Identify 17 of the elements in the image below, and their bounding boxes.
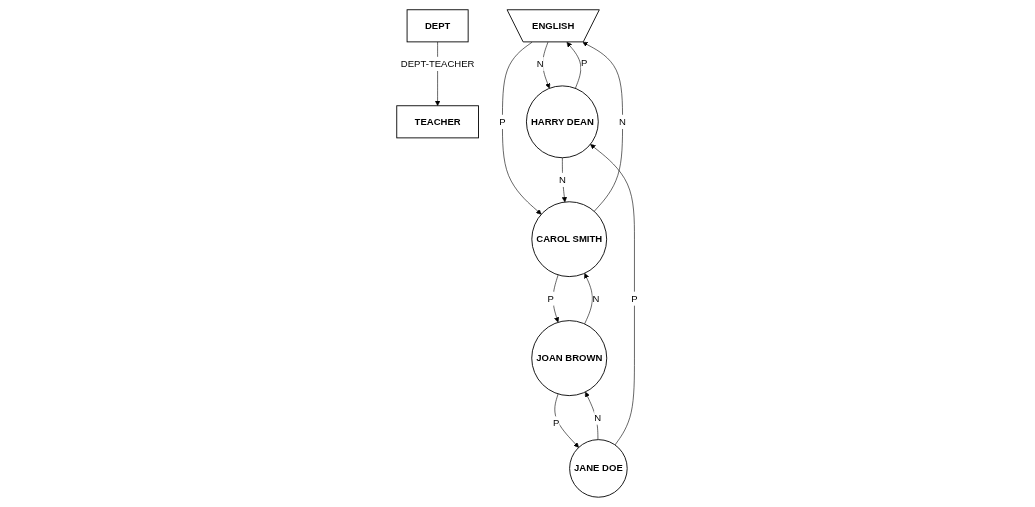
node-circle: JOAN BROWN (531, 320, 608, 397)
node-circle: HARRY DEAN (526, 85, 600, 159)
edge-label: P (499, 116, 506, 127)
edge-label: N (592, 293, 600, 304)
edge-label: N (559, 174, 567, 185)
node-box: DEPT (406, 9, 469, 43)
node-box: TEACHER (396, 105, 480, 139)
edge-label: N (536, 58, 544, 69)
edge-label: P (631, 293, 638, 304)
edge-label: P (581, 57, 588, 68)
edge-label: N (619, 116, 627, 127)
edge-label: N (594, 412, 602, 423)
edge-label: P (553, 418, 560, 429)
edge-label: DEPT-TEACHER (401, 58, 475, 69)
edge-label: P (547, 293, 555, 304)
node-circle: JANE DOE (569, 439, 628, 498)
node-circle: CAROL SMITH (531, 201, 608, 278)
